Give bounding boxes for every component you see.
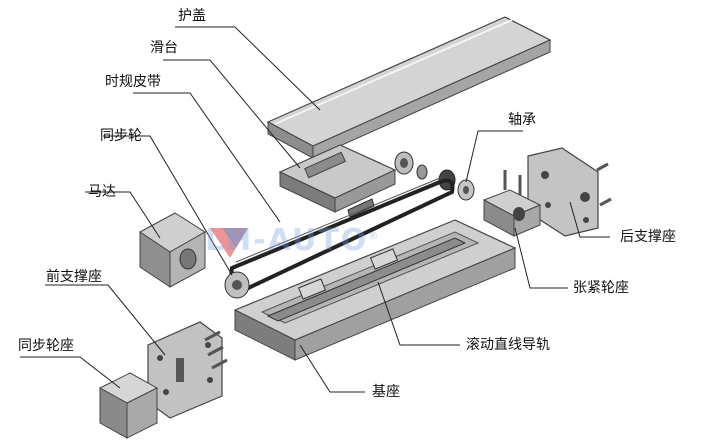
bearing-part [394,151,475,201]
label-motor: 马达 [88,184,116,200]
watermark-text: LH-AUTO® [205,223,380,258]
cover-part [266,16,552,159]
watermark-logo-mark [210,228,248,258]
watermark-registered: ® [368,231,381,242]
label-bearing: 轴承 [508,112,536,128]
label-base: 基座 [372,384,400,400]
label-sync-wheel-seat: 同步轮座 [18,338,74,354]
watermark-brand: LH-AUTO [205,223,369,258]
sync-wheel-seat-part [98,372,159,439]
label-timing-belt: 时规皮带 [105,74,161,90]
leader-lines [20,26,610,393]
screws-front [204,330,228,370]
slider-part [278,144,397,218]
motor-part [139,212,206,288]
label-linear-guide: 滚动直线导轨 [466,337,550,353]
label-front-support: 前支撑座 [46,269,102,285]
linear-guide-rail [266,237,467,322]
label-sync-wheel: 同步轮 [100,128,142,144]
label-rear-support: 后支撑座 [620,229,676,245]
front-support-part [147,321,223,419]
label-cover: 护盖 [178,8,206,24]
tension-seat-part [482,170,542,237]
label-slider: 滑台 [150,40,178,56]
base-part [233,219,517,361]
sync-wheel-part [224,271,250,299]
slider-teeth [347,198,375,218]
label-tension-seat: 张紧轮座 [573,280,629,296]
